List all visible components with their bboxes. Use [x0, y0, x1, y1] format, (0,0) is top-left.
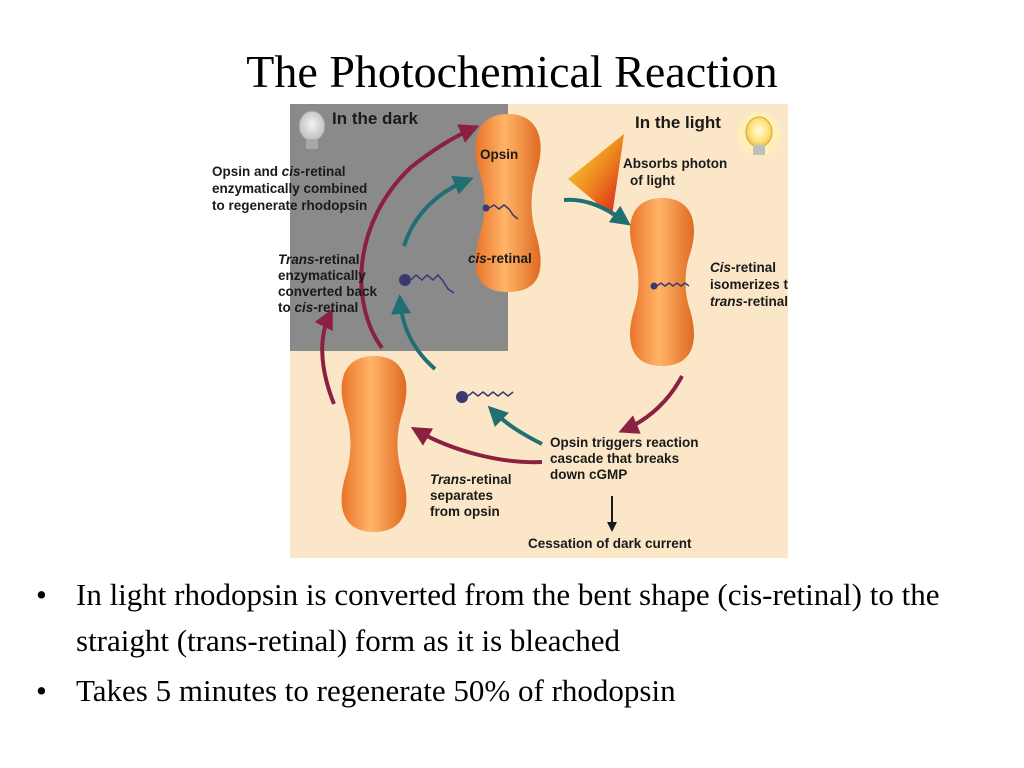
cycle-svg: In the dark In the light Opsin cis-retin…: [290, 104, 788, 551]
slide-title: The Photochemical Reaction: [246, 46, 778, 97]
photon-arrow: [563, 197, 631, 226]
separates-line1: Trans-retinal: [430, 472, 512, 487]
trans-up-arrow: [314, 308, 336, 405]
trigger-arrow: [618, 375, 684, 434]
cascade-line3: down cGMP: [550, 467, 627, 482]
bullet-text: In light rhodopsin is converted from the…: [76, 577, 940, 658]
opsin-bleached: [341, 356, 407, 532]
separates-line2: separates: [430, 488, 493, 503]
converted-line1: Trans-retinal: [278, 252, 360, 267]
conversion-arrow: [391, 294, 437, 371]
photochemical-cycle-diagram: In the dark In the light Opsin cis-retin…: [290, 104, 788, 558]
bullet-item: • In light rhodopsin is converted from th…: [36, 572, 996, 664]
isomerizes-line3: trans-retinal: [710, 294, 788, 309]
cascade-line2: cascade that breaks: [550, 451, 679, 466]
cis-retinal-label: cis-retinal: [468, 251, 532, 266]
converting-retinal: [399, 273, 455, 294]
light-header: In the light: [635, 113, 721, 132]
absorbs-line1: Absorbs photon: [623, 156, 727, 171]
opsin-isomerized: [630, 198, 694, 366]
bullet-item: • Takes 5 minutes to regenerate 50% of rh…: [36, 668, 996, 714]
separation-arrow: [410, 426, 543, 465]
cessation-arrowhead: [607, 522, 617, 532]
bullet-list: • In light rhodopsin is converted from th…: [36, 572, 996, 714]
bullet-marker: •: [36, 673, 47, 708]
bullet-marker: •: [36, 577, 47, 612]
left-labels-svg: Opsin and cis-retinal enzymatically comb…: [212, 164, 378, 315]
lit-bulb-icon: [737, 112, 781, 156]
opsin-label: Opsin: [480, 147, 518, 162]
opsin-rhodopsin: [475, 114, 541, 292]
bullet-text: Takes 5 minutes to regenerate 50% of rho…: [76, 673, 676, 708]
release-arrow: [487, 405, 543, 446]
regenerate-arrow: [359, 124, 480, 350]
absorbs-line2: of light: [630, 173, 675, 188]
combine-arrow: [402, 175, 474, 247]
light-prism-icon: [568, 134, 624, 216]
separates-line3: from opsin: [430, 504, 500, 519]
dark-header: In the dark: [332, 109, 419, 128]
combined-line3: to regenerate rhodopsin: [212, 198, 367, 213]
combined-line2: enzymatically combined: [212, 181, 367, 196]
dark-bulb-icon: [298, 110, 326, 149]
converted-line4: to cis-retinal: [278, 300, 358, 315]
combined-line1: Opsin and cis-retinal: [212, 164, 346, 179]
isomerizes-line1: Cis-retinal: [710, 260, 776, 275]
cessation-label: Cessation of dark current: [528, 536, 692, 551]
isomerizes-line2: isomerizes to: [710, 277, 788, 292]
converted-line2: enzymatically: [278, 268, 366, 283]
converted-line3: converted back: [278, 284, 378, 299]
cascade-line1: Opsin triggers reaction: [550, 435, 699, 450]
free-trans-retinal: [456, 391, 514, 403]
